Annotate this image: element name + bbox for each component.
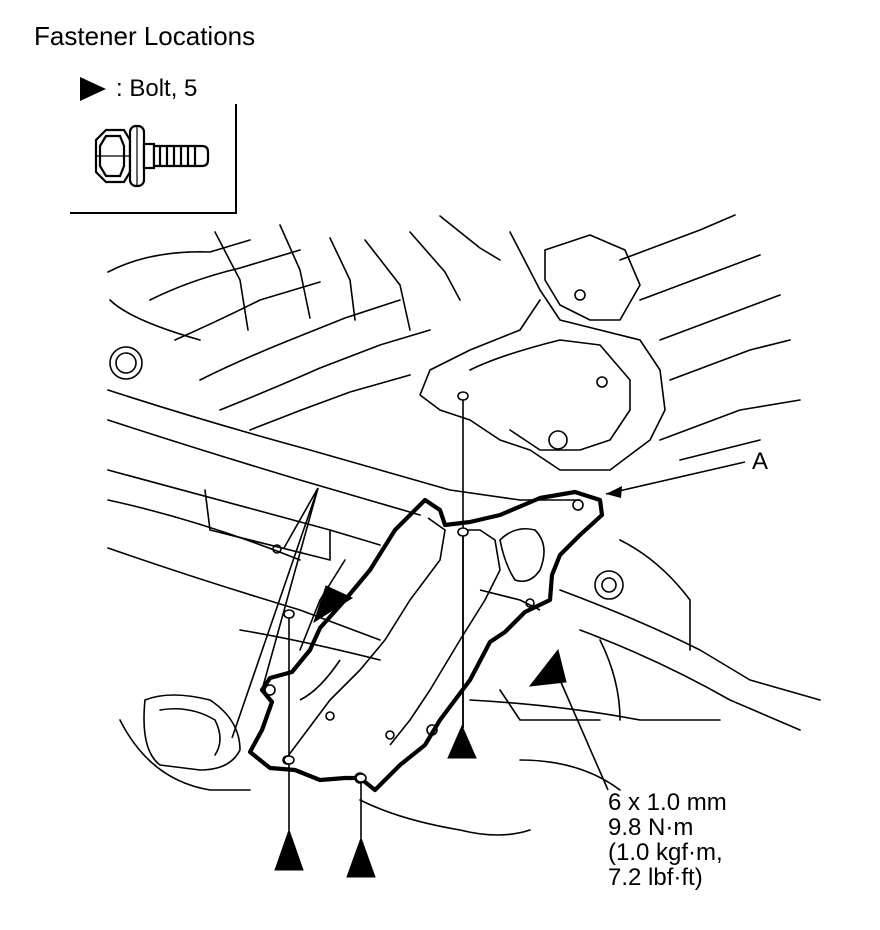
bolt-marker-1 bbox=[447, 724, 477, 759]
legend-label: : Bolt, 5 bbox=[116, 75, 198, 102]
spec-torque-lbf: 7.2 lbf·ft) bbox=[608, 864, 703, 891]
torque-spec: 6 x 1.0 mm 9.8 N·m (1.0 kgf·m, 7.2 lbf·f… bbox=[608, 790, 727, 890]
spec-size: 6 x 1.0 mm bbox=[608, 789, 727, 816]
spec-torque-kgf: (1.0 kgf·m, bbox=[608, 839, 723, 866]
page-title: Fastener Locations bbox=[34, 21, 256, 51]
legend-frame bbox=[70, 104, 237, 214]
cover-label-a: A bbox=[752, 448, 769, 475]
bolt-holes bbox=[283, 391, 469, 783]
bolt-marker-3 bbox=[346, 836, 376, 878]
bolt-markers bbox=[274, 585, 567, 878]
label-a-arrowhead bbox=[606, 486, 622, 498]
body-panel-lines bbox=[107, 214, 821, 836]
legend-row: : Bolt, 5 bbox=[80, 74, 197, 104]
bolt-marker-4 bbox=[313, 585, 354, 624]
bolt-marker-5 bbox=[528, 648, 567, 687]
fastener-leaders bbox=[231, 396, 746, 838]
spec-torque-nm: 9.8 N·m bbox=[608, 814, 694, 841]
flange-bolt-icon bbox=[94, 124, 210, 188]
bolt-marker-icon bbox=[80, 77, 106, 101]
bolt-marker-2 bbox=[274, 828, 304, 871]
